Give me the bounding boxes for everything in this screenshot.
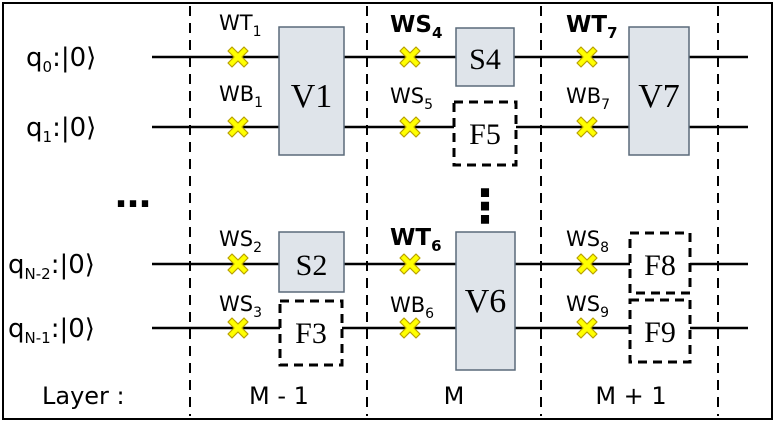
marker-label: WT1 (219, 11, 262, 40)
gate-F3: F3 (278, 299, 344, 367)
gate-box (628, 298, 692, 364)
gate-box (628, 26, 690, 156)
layer-label: M + 1 (595, 382, 666, 410)
gate-S4: S4 (455, 27, 515, 87)
gate-label: V6 (465, 283, 507, 320)
qubit-label: q1:|0⟩ (26, 113, 96, 146)
marker-label: WS9 (566, 292, 609, 321)
error-marker-x-icon (227, 253, 249, 275)
marker-label: WS4 (390, 12, 442, 42)
layer-label: M (444, 382, 465, 410)
marker-label: WS3 (219, 292, 262, 321)
gate-V7: V7 (628, 26, 690, 156)
gate-S2: S2 (278, 231, 345, 293)
gates: V1 S2 F3 S4 F5 V6 (278, 26, 692, 371)
gate-label: F8 (644, 249, 676, 282)
marker-labels: WT1 WB1 WS2 WS3 WS4 WS5 WT6 WB6 WT7 WB7 … (219, 11, 618, 322)
qubit-label: qN-2:|0⟩ (8, 250, 95, 283)
qubit-labels: q0:|0⟩ q1:|0⟩ qN-2:|0⟩ qN-1:|0⟩ (8, 43, 96, 347)
gate-F5: F5 (452, 100, 518, 167)
error-marker-x-icon (227, 46, 249, 68)
gate-box (278, 26, 345, 156)
gate-label: S2 (296, 249, 328, 282)
marker-label: WS8 (566, 227, 609, 256)
horizontal-ellipsis: … (115, 175, 151, 216)
layer-title: Layer : (42, 382, 125, 410)
gate-box (628, 231, 692, 295)
vertical-ellipsis: ⋮ (462, 179, 508, 233)
gate-label: V7 (638, 78, 680, 115)
gate-label: F9 (644, 316, 676, 349)
gate-label: V1 (291, 78, 333, 115)
qubit-label: qN-1:|0⟩ (8, 314, 95, 347)
error-marker-x-icon (576, 46, 598, 68)
gate-box (452, 100, 518, 167)
marker-label: WB1 (219, 82, 263, 111)
gate-box (278, 231, 345, 293)
marker-label: WT6 (390, 225, 442, 255)
error-marker-x-icon (399, 46, 421, 68)
marker-label: WB6 (390, 293, 434, 322)
error-marker-x-icon (576, 116, 598, 138)
gate-V6: V6 (455, 231, 516, 371)
marker-label: WB7 (566, 84, 610, 113)
gate-F9: F9 (628, 298, 692, 364)
gate-label: F3 (295, 317, 327, 350)
gate-label: S4 (469, 43, 501, 76)
error-marker-x-icon (399, 253, 421, 275)
error-marker-x-icon (576, 253, 598, 275)
layer-separators (189, 6, 719, 416)
layer-label: M - 1 (249, 382, 309, 410)
gate-box (455, 231, 516, 371)
marker-label: WS2 (219, 227, 262, 256)
error-marker-x-icon (399, 317, 421, 339)
gate-F8: F8 (628, 231, 692, 295)
error-marker-x-icon (576, 317, 598, 339)
qubit-label: q0:|0⟩ (26, 43, 96, 76)
gate-label: F5 (469, 118, 501, 151)
error-marker-x-icon (399, 116, 421, 138)
marker-label: WT7 (566, 12, 618, 42)
error-markers (227, 46, 598, 339)
error-marker-x-icon (227, 317, 249, 339)
gate-box (455, 27, 515, 87)
gate-V1: V1 (278, 26, 345, 156)
marker-label: WS5 (390, 84, 433, 113)
gate-box (278, 299, 344, 367)
layer-row: Layer : M - 1 M M + 1 (42, 382, 667, 410)
error-marker-x-icon (227, 116, 249, 138)
